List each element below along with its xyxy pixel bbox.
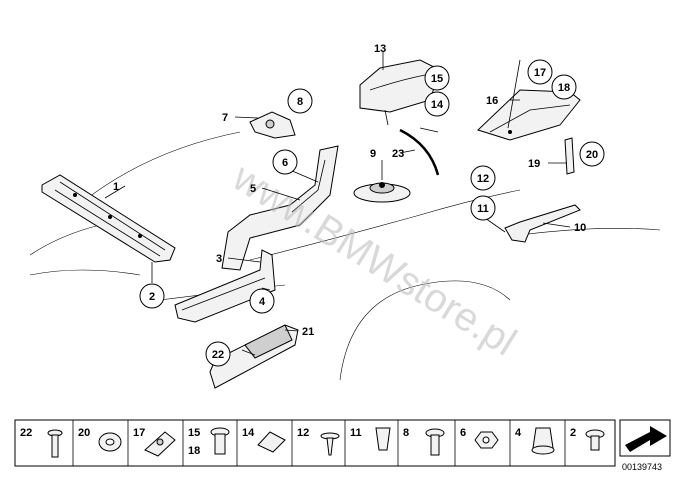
part-19-bracket [564, 137, 575, 175]
callout-10: 10 [574, 222, 586, 234]
svg-text:22: 22 [212, 349, 224, 361]
svg-text:6: 6 [282, 157, 288, 169]
callout-21: 21 [302, 326, 314, 338]
strip-label-6: 6 [460, 427, 466, 439]
svg-text:15: 15 [431, 73, 443, 85]
callout-18-circle: 18 [551, 74, 577, 100]
callout-9: 9 [370, 148, 376, 160]
strip-label-2: 2 [570, 427, 576, 439]
svg-text:2: 2 [149, 291, 155, 303]
fastener-14-icon [257, 431, 286, 453]
callout-7: 7 [222, 112, 228, 124]
part-23-hose [399, 128, 440, 176]
callouts-plain: 1 3 5 7 9 10 13 16 19 21 23 [113, 43, 586, 338]
svg-text:12: 12 [477, 173, 489, 185]
part-9-disc [353, 182, 411, 203]
callout-20-circle: 20 [579, 141, 605, 167]
callout-14-circle: 14 [424, 91, 450, 117]
svg-text:14: 14 [431, 99, 444, 111]
svg-text:8: 8 [297, 96, 303, 108]
strip-label-15: 15 [188, 427, 200, 439]
strip-label-4: 4 [515, 427, 522, 439]
callout-23: 23 [392, 148, 404, 160]
callout-leaders [104, 52, 571, 356]
part-10-strip [504, 204, 581, 243]
callout-15-circle: 15 [424, 65, 450, 91]
callout-11-circle: 11 [470, 195, 496, 221]
fastener-22-icon [47, 429, 63, 458]
part-16-cover [477, 89, 581, 141]
part-number: 00139743 [622, 462, 662, 472]
strip-label-11: 11 [350, 427, 362, 439]
strip-label-14: 14 [242, 427, 255, 439]
strip-label-22: 22 [20, 427, 32, 439]
fastener-6-icon [474, 431, 499, 449]
strip-label-17: 17 [133, 427, 145, 439]
svg-text:17: 17 [534, 67, 546, 79]
callout-8-circle: 8 [287, 88, 313, 114]
callout-19: 19 [528, 158, 540, 170]
part-5-curved-rail [221, 145, 339, 271]
svg-text:18: 18 [558, 82, 570, 94]
svg-text:4: 4 [259, 296, 266, 308]
callout-16: 16 [486, 95, 498, 107]
callout-22-circle: 22 [205, 341, 231, 367]
callout-4-circle: 4 [249, 288, 275, 314]
fastener-11-icon [375, 427, 391, 451]
fastener-20-icon [98, 432, 122, 452]
fastener-12-icon [320, 432, 340, 456]
fastener-strip: 22 20 17 15 18 14 12 11 8 6 4 2 [14, 419, 671, 472]
strip-label-12: 12 [297, 427, 309, 439]
callout-3: 3 [216, 253, 222, 265]
callout-1: 1 [113, 181, 119, 193]
callout-2-circle: 2 [139, 283, 165, 309]
callout-5: 5 [250, 183, 256, 195]
callouts-circled: 2 4 6 8 11 12 14 15 17 18 20 22 [139, 59, 605, 367]
callout-17-circle: 17 [527, 59, 553, 85]
fastener-15-icon [210, 427, 230, 455]
strip-label-20: 20 [78, 427, 90, 439]
svg-text:20: 20 [586, 149, 598, 161]
svg-text:11: 11 [477, 203, 489, 215]
strip-label-8: 8 [403, 427, 409, 439]
fastener-17-icon [144, 431, 176, 457]
fastener-2-icon [585, 429, 605, 451]
callout-12-circle: 12 [470, 165, 496, 191]
part-1-cross-member [41, 174, 176, 263]
direction-arrow-icon [619, 419, 671, 457]
fastener-4-icon [531, 427, 555, 455]
part-7-clip [249, 111, 296, 139]
car-body-outline [29, 131, 661, 381]
part-3-tray [174, 249, 276, 323]
strip-label-18: 18 [188, 445, 200, 457]
callout-6-circle: 6 [272, 149, 298, 175]
callout-13: 13 [374, 43, 386, 55]
fastener-8-icon [425, 428, 445, 456]
